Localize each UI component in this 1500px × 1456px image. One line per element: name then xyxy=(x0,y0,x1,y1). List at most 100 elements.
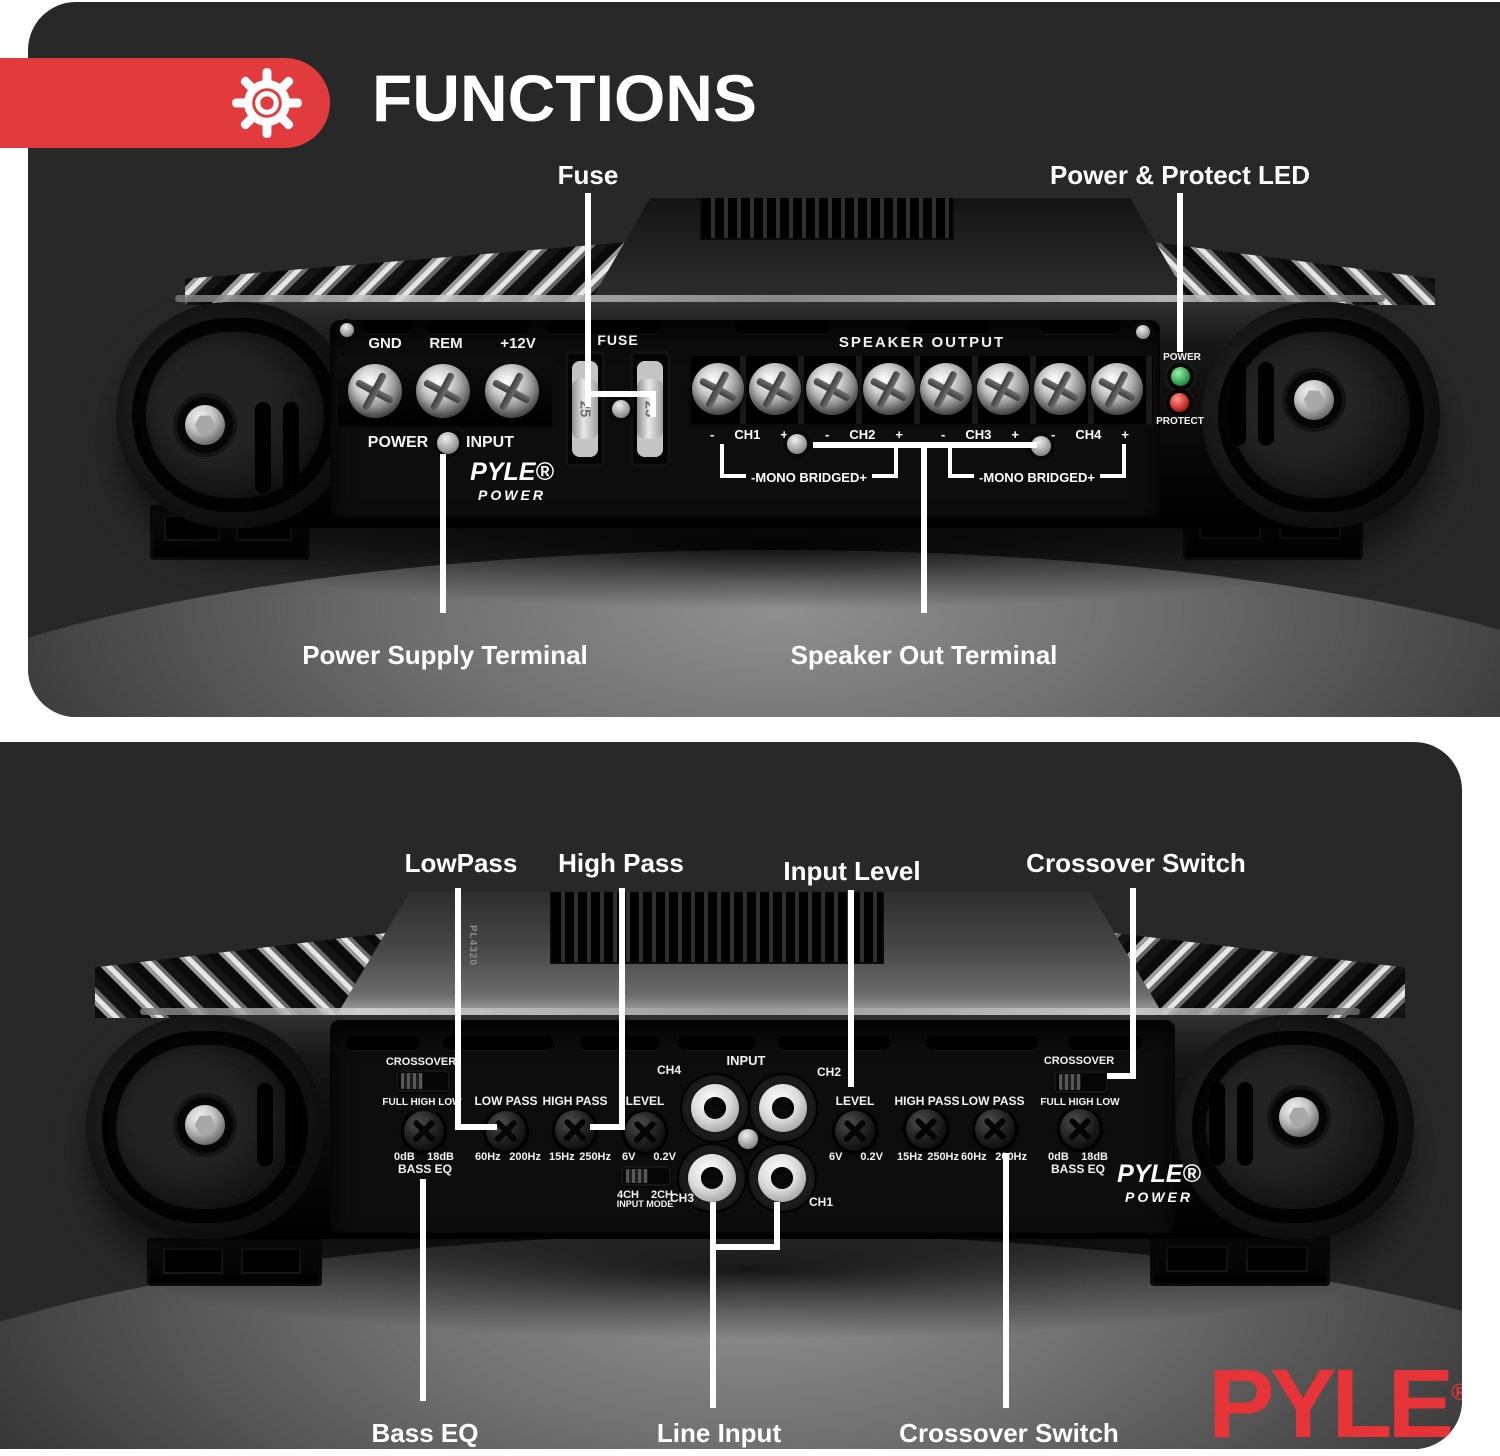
power-supply-terminal-callout-label: Power Supply Terminal xyxy=(302,640,588,670)
crossover-switch-bottom-callout-label: Crossover Switch xyxy=(899,1418,1119,1448)
switch-knob xyxy=(626,1169,648,1183)
speaker-terminal-screw xyxy=(1034,363,1086,415)
vent-slot xyxy=(285,1083,301,1167)
speaker-terminal-screw xyxy=(863,363,915,415)
led-callout-line xyxy=(1177,193,1183,352)
switch-knob xyxy=(1059,1074,1081,1090)
power-led xyxy=(1171,367,1190,386)
highpass-callout-line xyxy=(619,888,625,1130)
speaker-terminal-screw xyxy=(1091,363,1143,415)
hex-bolt xyxy=(185,1105,225,1145)
mounting-foot xyxy=(147,1238,322,1286)
vent-slot xyxy=(778,1036,890,1050)
vent-slot xyxy=(443,1036,553,1050)
line-input-callout-label: Line Input xyxy=(656,1418,782,1448)
panel-screw xyxy=(1136,325,1150,339)
speaker-terminal-screw xyxy=(749,363,801,415)
vent-slot xyxy=(1068,1036,1142,1050)
high-pass-knob-right xyxy=(906,1109,946,1149)
rear-view-panel: Fuse Power & Protect LED Power Supply Te… xyxy=(28,2,1500,717)
panel-screw xyxy=(1031,436,1051,456)
rear-connection-face: GND REM +12V POWER INPUT PYLE® POWER FUS… xyxy=(330,320,1160,518)
page-title: FUNCTIONS xyxy=(372,61,757,135)
functions-banner xyxy=(0,58,330,148)
vent-slot xyxy=(1258,362,1274,446)
crossover-switch-top-callout-label: Crossover Switch xyxy=(1026,848,1246,878)
vent-slot xyxy=(678,1036,756,1050)
input-label: INPUT xyxy=(726,1053,766,1068)
lowpass-callout-line xyxy=(455,888,461,1130)
speaker-terminal-screw xyxy=(920,363,972,415)
ch3-polarity-row: -CH3+ xyxy=(941,427,1019,442)
fuse-callout-line xyxy=(585,193,591,407)
panel-screw xyxy=(787,434,807,454)
panel-screw xyxy=(612,400,630,418)
ch4-polarity-row: -CH4+ xyxy=(1051,427,1129,442)
fuse-panel-label: FUSE xyxy=(597,332,639,348)
speaker-output-label: SPEAKER OUTPUT xyxy=(838,334,1006,351)
input-mode-switch xyxy=(621,1166,671,1186)
ch4-label: CH4 xyxy=(656,1063,682,1077)
hex-bolt xyxy=(185,405,225,445)
chassis-lip xyxy=(175,295,1385,302)
vent-slot xyxy=(362,320,412,334)
chassis-lip xyxy=(140,1008,1360,1015)
bass-eq-label-right: BASS EQ xyxy=(1050,1162,1106,1176)
line-input-bracket-bar xyxy=(710,1244,780,1250)
plus12v-label: +12V xyxy=(500,335,536,352)
speaker-terminal-screw xyxy=(977,363,1029,415)
line-input-callout-line xyxy=(710,1244,716,1408)
bass-eq-knob-left xyxy=(404,1111,444,1151)
line-input-bracket-right xyxy=(774,1202,780,1250)
vent-slot xyxy=(257,1083,273,1167)
level-label-right: LEVEL xyxy=(835,1094,875,1108)
crossover-positions-right: FULL HIGH LOW xyxy=(1040,1097,1120,1108)
rca-jack-ch1 xyxy=(749,1145,815,1211)
ch1-polarity-row: -CH1+ xyxy=(710,427,788,442)
terminal-screw-rem xyxy=(416,364,470,418)
vent-slot xyxy=(905,320,990,334)
rca-jack-ch3 xyxy=(679,1145,745,1211)
vent-slot xyxy=(735,320,830,334)
bass-eq-knob-right xyxy=(1060,1109,1100,1149)
ch2-polarity-row: -CH2+ xyxy=(825,427,903,442)
protect-led-label: PROTECT xyxy=(1156,416,1204,427)
input-mode-label: INPUT MODE xyxy=(616,1199,674,1209)
pyle-power-logo-small: PYLE® POWER xyxy=(1117,1160,1201,1205)
low-pass-label-right: LOW PASS xyxy=(961,1094,1025,1108)
low-pass-knob-right xyxy=(975,1109,1015,1149)
bass-eq-label-left: BASS EQ xyxy=(397,1162,453,1176)
amplifier-front: PL4320 xyxy=(86,880,1414,1340)
crossover-switch-left xyxy=(396,1070,450,1092)
vent-slot xyxy=(926,1036,1038,1050)
vent-slot xyxy=(283,402,299,494)
speaker-terminal-screw xyxy=(692,363,744,415)
pyle-brand-logo: PYLE® xyxy=(1208,1356,1462,1449)
speaker-terminal-screw xyxy=(806,363,858,415)
vent-slot xyxy=(255,402,271,494)
highpass-callout-label: High Pass xyxy=(558,848,684,878)
level-knob-right xyxy=(835,1111,875,1151)
mono-bridged-bracket-2: -MONO BRIDGED+ xyxy=(948,444,1126,485)
low-pass-knob-left xyxy=(486,1111,526,1151)
hex-bolt xyxy=(1279,1097,1319,1137)
highpass-callout-branch xyxy=(590,1124,625,1130)
level-label-left: LEVEL xyxy=(625,1094,665,1108)
crossover-top-callout-branch xyxy=(1107,1073,1136,1079)
ch1-label: CH1 xyxy=(808,1195,834,1209)
fuse-callout-line-branch xyxy=(585,391,656,397)
amplifier-rear: GND REM +12V POWER INPUT PYLE® POWER FUS… xyxy=(116,198,1440,610)
lowpass-callout-branch xyxy=(455,1124,497,1130)
fuse-callout-label: Fuse xyxy=(557,160,619,190)
panel-screw xyxy=(340,323,354,337)
heatsink-block xyxy=(550,892,884,964)
crossover-label-left: CROSSOVER xyxy=(385,1056,457,1068)
vent-slot xyxy=(545,320,660,334)
fuse-callout-line-drop xyxy=(650,391,656,417)
